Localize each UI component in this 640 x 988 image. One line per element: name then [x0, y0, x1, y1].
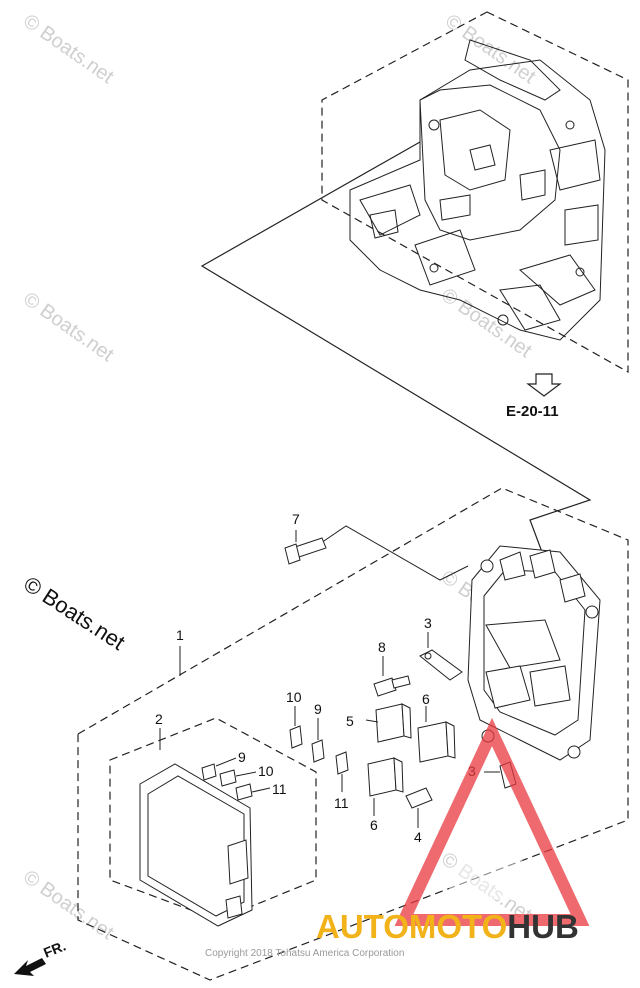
- part-number-10[interactable]: 10: [286, 689, 302, 705]
- fuse-box-cover: [139, 763, 253, 927]
- relay-part: [375, 703, 412, 743]
- fuse-box-bracket: [349, 39, 606, 341]
- reference-label[interactable]: E-20-11: [506, 403, 559, 420]
- watermark: © Boats.net: [19, 866, 118, 944]
- copyright-text: Copyright 2018 Tohatsu America Corporati…: [205, 948, 404, 959]
- part-number-9[interactable]: 9: [238, 749, 246, 765]
- watermark: © Boats.net: [441, 10, 540, 88]
- upper-assembly-boundary: [321, 11, 629, 374]
- part-number-11[interactable]: 11: [334, 795, 349, 811]
- part-number-8[interactable]: 8: [378, 639, 386, 655]
- lower-assembly-boundary: [77, 487, 629, 981]
- part-number-2[interactable]: 2: [155, 711, 163, 727]
- part-number-7[interactable]: 7: [292, 511, 300, 527]
- part-number-10[interactable]: 10: [258, 763, 274, 779]
- direction-label: FR.: [41, 937, 68, 960]
- bolt-part: [284, 537, 327, 565]
- large-watermark: © Boats.net: [19, 571, 129, 655]
- part-number-6[interactable]: 6: [422, 691, 430, 707]
- fuse-part: [201, 725, 349, 801]
- relay-part: [367, 757, 404, 797]
- part-number-4[interactable]: 4: [414, 829, 422, 845]
- part-number-1[interactable]: 1: [176, 627, 184, 643]
- leader-line: [200, 141, 592, 601]
- part-number-5[interactable]: 5: [346, 713, 354, 729]
- part-number-3[interactable]: 3: [424, 615, 432, 631]
- reference-arrow: [526, 373, 562, 397]
- part-number-9[interactable]: 9: [314, 701, 322, 717]
- screw-part: [373, 675, 411, 697]
- automotohub-logo: AUTOMOTOHUB: [316, 717, 590, 945]
- part-number-11[interactable]: 11: [272, 781, 287, 797]
- front-direction-arrow: [14, 958, 46, 976]
- fuse-box-body: [467, 545, 601, 761]
- part-number-6[interactable]: 6: [370, 817, 378, 833]
- watermark: © Boats.net: [19, 288, 118, 366]
- watermark: © Boats.net: [19, 10, 118, 88]
- connector-part: [419, 649, 463, 681]
- relay-part: [417, 721, 456, 763]
- connector-part: [405, 787, 433, 809]
- logo-text-auto: AUTOMOTOHUB: [316, 908, 579, 945]
